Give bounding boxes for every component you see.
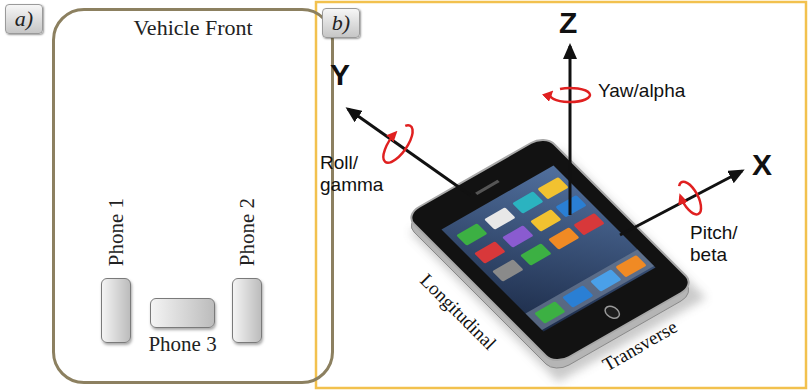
app-icon [615,255,647,278]
phone-box: Phone 3 [150,298,215,328]
panel-letter: b) [332,10,350,36]
panel-tag: b) [322,8,360,38]
axis-label: Z [559,6,577,40]
app-icon [530,209,562,232]
panel-tag: a) [5,4,43,34]
app-icon [590,269,622,292]
app-icon [512,191,544,214]
rotation-label: Roll/ gamma [320,152,382,196]
yaw-rotation-arrow [550,88,590,102]
vehicle-outline: Vehicle FrontPhone 1 Phone 2 Phone 3 [52,8,334,384]
panel-letter: a) [15,6,33,32]
rotation-label: Yaw/alpha [598,80,685,102]
pitch-rotation-arrow [674,178,705,217]
home-button [602,304,622,320]
app-icon [456,223,488,246]
rotation-label: Pitch/ beta [690,222,754,266]
phone-screen [442,166,656,332]
phone-label: Phone 3 [148,332,216,357]
app-icon [474,241,506,263]
app-icon [484,207,515,229]
app-icon [502,225,533,248]
phone-label: Phone 2 [235,198,260,266]
phone-box: Phone 1 [101,278,131,343]
phone-box: Phone 2 [232,278,262,343]
phone-label: Phone 1 [104,198,129,266]
heading: Vehicle Front [55,15,331,41]
panel-frame [316,2,806,388]
earpiece [475,180,500,195]
app-icon [520,243,552,265]
app-icon [492,259,523,282]
app-icon [537,177,569,200]
axis-label: Y [330,58,350,92]
app-icon [573,213,605,236]
app-icon [534,301,566,324]
roll-rotation-arrow [378,121,418,167]
phone-dock [526,250,655,331]
axis-label: X [752,148,772,182]
app-icon [562,285,594,308]
z-axis-arrow [569,46,572,215]
app-icon [548,227,580,250]
